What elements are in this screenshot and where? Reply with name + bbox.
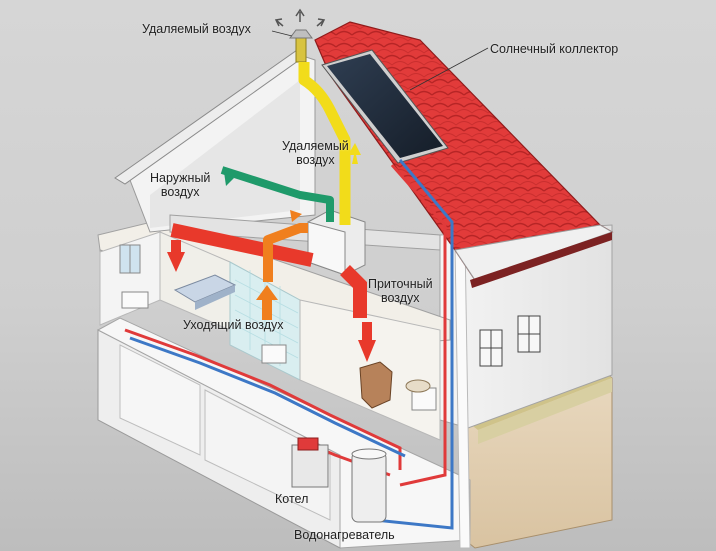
house-windows bbox=[479, 315, 541, 367]
boiler bbox=[291, 437, 329, 488]
water-heater-tank bbox=[351, 448, 387, 523]
label-outdoor-air: Наружный воздух bbox=[150, 171, 210, 199]
label-exhaust-air-attic: Удаляемый воздух bbox=[282, 139, 349, 167]
label-leaders bbox=[271, 30, 489, 91]
label-boiler: Котел bbox=[275, 492, 309, 506]
ventilation-unit bbox=[307, 209, 366, 276]
label-supply-air: Приточный воздух bbox=[368, 277, 433, 305]
label-supply-air-line1: Приточный bbox=[368, 277, 433, 291]
water-pipes bbox=[124, 159, 454, 530]
label-solar-collector: Солнечный коллектор bbox=[490, 42, 619, 56]
label-outdoor-air-line2: воздух bbox=[160, 185, 200, 199]
label-extract-air: Уходящий воздух bbox=[183, 318, 284, 332]
solar-collector-panel bbox=[321, 49, 449, 164]
label-water-heater: Водонагреватель bbox=[294, 528, 395, 542]
airflow-arrows bbox=[167, 143, 376, 362]
exhaust-cap bbox=[274, 8, 326, 63]
label-exhaust-air-attic-line1: Удаляемый bbox=[282, 139, 349, 153]
label-outdoor-air-line1: Наружный bbox=[150, 171, 211, 185]
label-exhaust-air-attic-line2: воздух bbox=[296, 153, 335, 167]
label-supply-air-line2: воздух bbox=[381, 291, 420, 305]
upper-floor-rooms bbox=[99, 231, 441, 441]
air-ducts bbox=[170, 62, 367, 318]
label-exhaust-air-top: Удаляемый воздух bbox=[142, 22, 251, 36]
